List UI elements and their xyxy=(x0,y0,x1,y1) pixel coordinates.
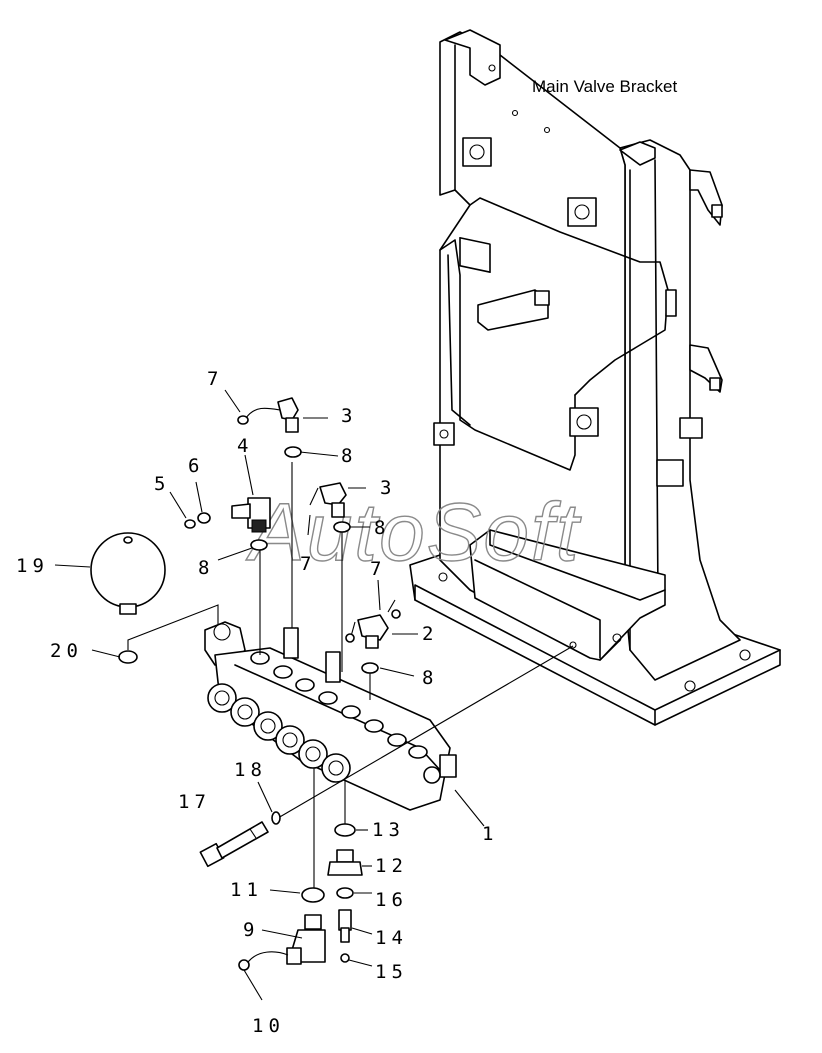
callout-labels: 7 3 4 8 6 5 3 8 19 8 7 7 2 20 8 18 17 13… xyxy=(16,368,498,1037)
callout-16: 16 xyxy=(375,889,408,911)
bolt-17 xyxy=(199,821,269,868)
callout-18: 18 xyxy=(234,759,267,781)
callout-14: 14 xyxy=(375,927,408,949)
o-ring-13 xyxy=(334,823,356,837)
hose-10 xyxy=(247,951,289,963)
elbow-fitting-3-upper xyxy=(237,397,299,433)
fitting-2 xyxy=(345,599,401,649)
callout-13: 13 xyxy=(372,819,405,841)
o-ring-16 xyxy=(336,887,354,899)
callout-4: 4 xyxy=(237,435,253,457)
callout-10: 10 xyxy=(252,1015,285,1037)
callout-12: 12 xyxy=(375,855,408,877)
callout-15: 15 xyxy=(375,961,408,983)
callout-2: 2 xyxy=(422,623,438,645)
callout-8a: 8 xyxy=(341,445,357,467)
main-valve-bracket xyxy=(409,29,781,726)
leader-lines xyxy=(127,462,574,888)
callout-3b: 3 xyxy=(380,477,396,499)
elbow-fitting-3-lower xyxy=(309,482,347,518)
nipple-14 xyxy=(338,909,352,943)
washer-18 xyxy=(271,811,281,825)
o-ring-15 xyxy=(340,953,350,963)
accumulator xyxy=(90,532,166,615)
valve-fitting-4 xyxy=(231,497,271,533)
callout-leaders xyxy=(54,389,485,1001)
callout-19: 19 xyxy=(16,555,49,577)
elbow-9 xyxy=(286,914,326,965)
callout-20: 20 xyxy=(50,640,83,662)
callout-6: 6 xyxy=(188,455,204,477)
callout-8c: 8 xyxy=(198,557,214,579)
solenoid-valve-block xyxy=(204,621,457,811)
o-ring-8b xyxy=(333,521,351,533)
o-ring-6 xyxy=(197,512,211,524)
callout-11: 11 xyxy=(230,879,263,901)
watermark: AutoSoft xyxy=(245,487,582,578)
plug-12 xyxy=(327,849,363,876)
callout-8b: 8 xyxy=(374,517,390,539)
callout-1: 1 xyxy=(482,823,498,845)
o-ring-8d xyxy=(361,662,379,674)
callout-7c: 7 xyxy=(370,558,386,580)
o-ring-10 xyxy=(238,959,250,971)
callout-7a: 7 xyxy=(207,368,223,390)
o-ring-5 xyxy=(184,519,196,529)
callout-8d: 8 xyxy=(422,667,438,689)
o-ring-8a xyxy=(284,446,302,458)
bracket-title: Main Valve Bracket xyxy=(532,77,677,96)
callout-3a: 3 xyxy=(341,405,357,427)
o-ring-20 xyxy=(118,650,138,664)
callout-9: 9 xyxy=(243,919,259,941)
callout-7b: 7 xyxy=(300,553,316,575)
o-ring-11 xyxy=(301,887,325,903)
callout-17: 17 xyxy=(178,791,211,813)
callout-5: 5 xyxy=(154,473,170,495)
o-ring-8c xyxy=(250,539,268,551)
